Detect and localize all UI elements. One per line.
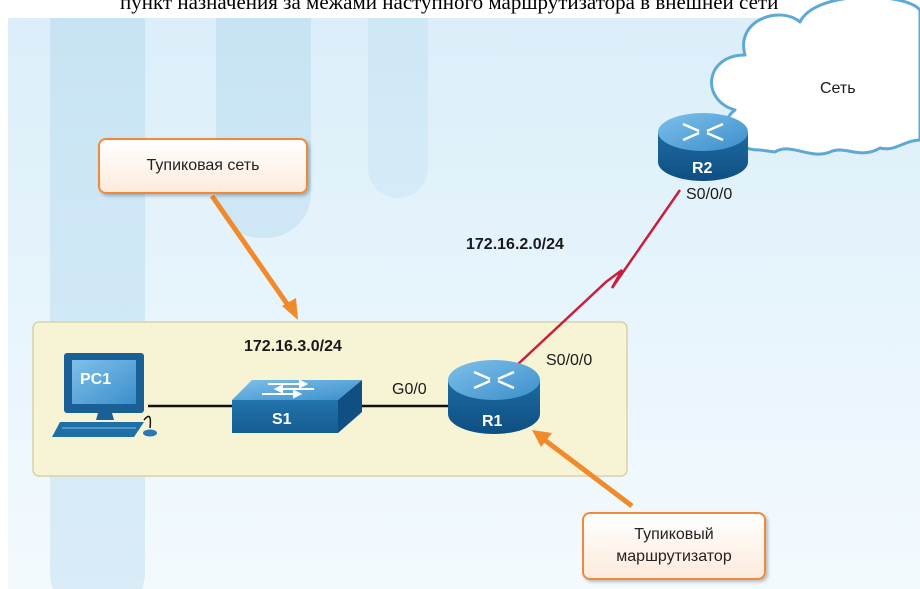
stub-network-arrowhead bbox=[282, 298, 298, 320]
switch-icon: S1 bbox=[232, 379, 362, 433]
stub-router-arrowhead bbox=[532, 430, 552, 447]
pc-icon: PC1 bbox=[52, 353, 157, 437]
top-caption: пункт назначения за межами наступного ма… bbox=[120, 0, 779, 14]
stub-router-arrow bbox=[540, 436, 634, 508]
router-r1-icon: R1 bbox=[448, 360, 540, 434]
stub-network-arrow bbox=[209, 194, 295, 313]
cloud-label: Сеть bbox=[820, 80, 856, 97]
stub-router-callout-line1: Тупиковый bbox=[634, 526, 714, 543]
r1-g-interface-label: G0/0 bbox=[392, 381, 427, 398]
stub-network-callout: Тупиковая сеть bbox=[98, 138, 308, 194]
pc-label: PC1 bbox=[80, 371, 111, 388]
switch-label: S1 bbox=[272, 411, 292, 428]
stub-router-callout: Тупиковый маршрутизатор bbox=[582, 512, 766, 580]
router-r1-label: R1 bbox=[482, 413, 503, 430]
stub-network-callout-text: Тупиковая сеть bbox=[146, 157, 260, 174]
stub-router-callout-line2: маршрутизатор bbox=[616, 548, 732, 565]
r2-s-interface-label: S0/0/0 bbox=[686, 186, 733, 203]
r1-s-interface-label: S0/0/0 bbox=[546, 352, 593, 369]
wan-network-label: 172.16.2.0/24 bbox=[466, 236, 564, 253]
lan-network-label: 172.16.3.0/24 bbox=[244, 338, 342, 355]
router-r2-label: R2 bbox=[692, 160, 713, 177]
router-r2-icon: R2 bbox=[658, 113, 748, 181]
serial-link bbox=[515, 189, 682, 367]
cloud bbox=[710, 0, 920, 156]
